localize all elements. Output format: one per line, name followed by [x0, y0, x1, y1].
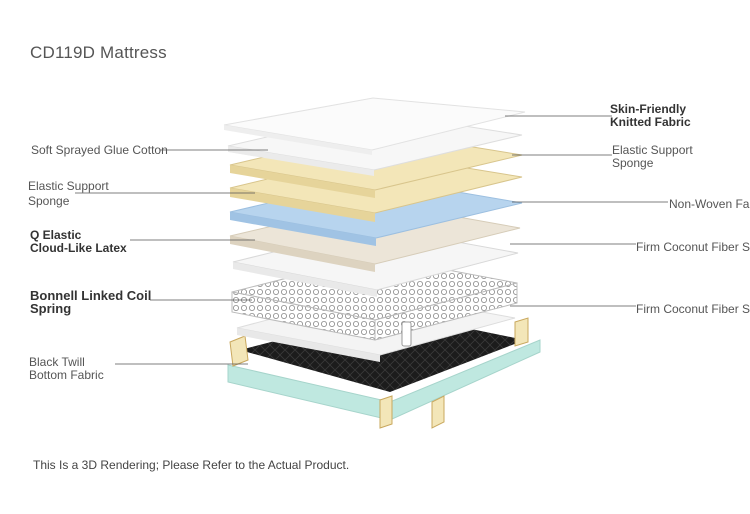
- label-soft-sprayed: Soft Sprayed Glue Cotton: [31, 143, 168, 157]
- leader-lines-right: [505, 115, 668, 307]
- label-bonnell-spring: Bonnell Linked Coil Spring: [30, 288, 152, 316]
- rendering-disclaimer: This Is a 3D Rendering; Please Refer to …: [33, 458, 350, 472]
- label-non-woven: Non-Woven Fab: [669, 197, 750, 211]
- label-black-twill: Black Twill Bottom Fabric: [29, 355, 104, 382]
- page-title: CD119D Mattress: [30, 43, 167, 62]
- label-elastic-support-left: Elastic Support Sponge: [28, 179, 109, 208]
- label-skin-friendly: Skin-Friendly Knitted Fabric: [610, 102, 691, 129]
- leader-lines-left: [75, 149, 268, 365]
- label-coconut-1: Firm Coconut Fiber Su: [636, 240, 750, 254]
- label-elastic-support-right: Elastic Support Sponge: [612, 143, 693, 170]
- label-coconut-2: Firm Coconut Fiber Su: [636, 302, 750, 316]
- label-latex: Q Elastic Cloud-Like Latex: [30, 228, 127, 255]
